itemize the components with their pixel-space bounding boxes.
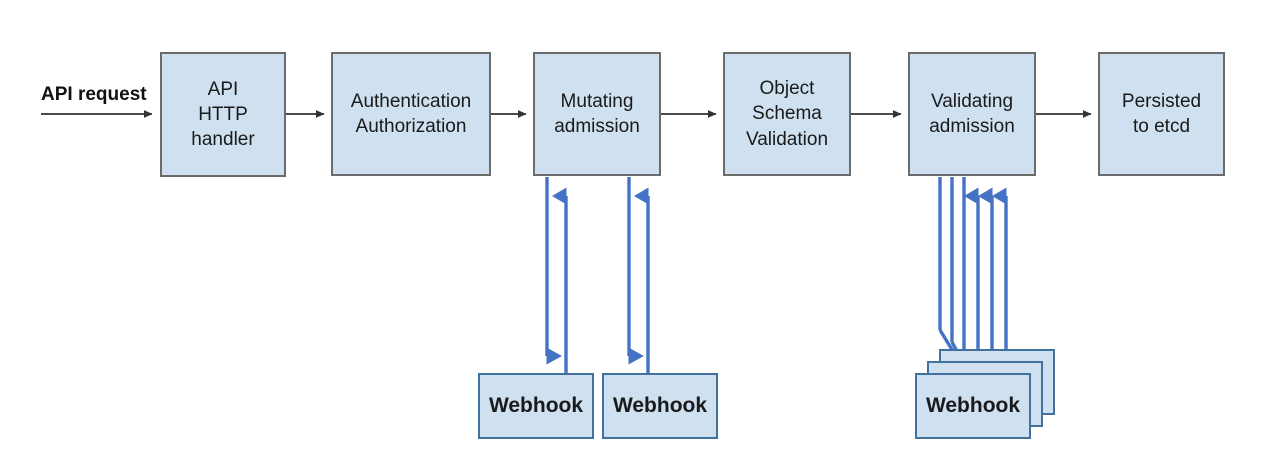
- process-box-validating-admission[interactable]: Validating admission: [908, 52, 1036, 176]
- process-box-persisted-to-etcd[interactable]: Persisted to etcd: [1098, 52, 1225, 176]
- api-request-label: API request: [41, 84, 147, 105]
- process-box-mutating-admission[interactable]: Mutating admission: [533, 52, 661, 176]
- webhook-connector-validating-stack: [938, 177, 1008, 387]
- process-box-authentication-authorization[interactable]: Authentication Authorization: [331, 52, 491, 176]
- webhook-connector-mutating-2: [627, 177, 650, 373]
- process-label-authentication-authorization: Authentication Authorization: [350, 90, 472, 137]
- process-label-persisted-to-etcd: Persisted to etcd: [1121, 90, 1202, 137]
- webhook-box-validating-stack-front[interactable]: Webhook: [915, 373, 1031, 439]
- webhook-label-mutating-2: Webhook: [612, 394, 708, 417]
- process-box-api-http-handler[interactable]: API HTTP handler: [160, 52, 286, 177]
- webhook-label-mutating-1: Webhook: [488, 394, 584, 417]
- webhook-connector-mutating-1: [545, 177, 568, 373]
- webhook-box-mutating-2[interactable]: Webhook: [602, 373, 718, 439]
- process-label-api-http-handler: API HTTP handler: [191, 78, 255, 151]
- process-label-validating-admission: Validating admission: [929, 90, 1015, 137]
- process-label-mutating-admission: Mutating admission: [554, 90, 640, 137]
- webhook-box-mutating-1[interactable]: Webhook: [478, 373, 594, 439]
- webhook-label-validating: Webhook: [925, 394, 1021, 417]
- process-box-object-schema-validation[interactable]: Object Schema Validation: [723, 52, 851, 176]
- process-label-object-schema-validation: Object Schema Validation: [745, 78, 829, 150]
